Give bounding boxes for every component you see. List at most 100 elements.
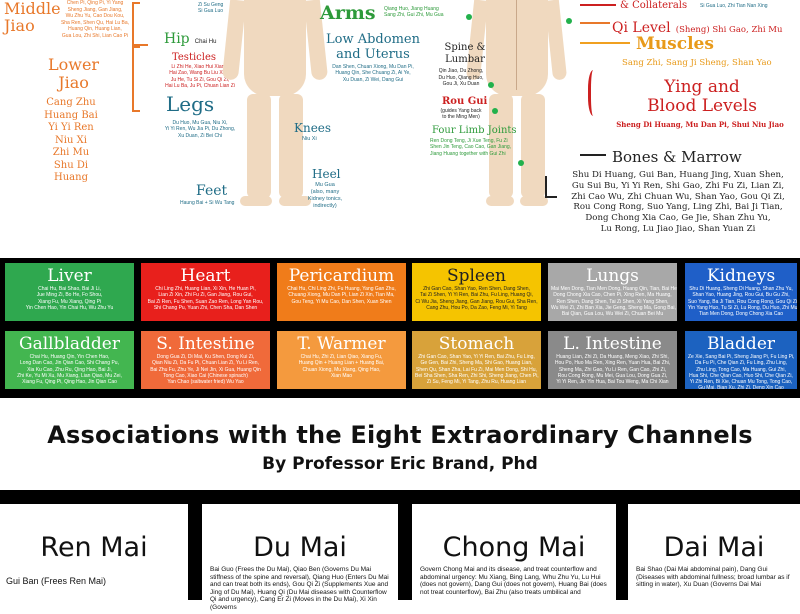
organ-name: Gallbladder	[19, 334, 120, 354]
organ-herbs: Mai Men Dong, Tian Men Dong, Huang Qin, …	[551, 286, 677, 318]
qi-level-herbs: (Sheng) Shi Gao, Zhi Mu	[675, 25, 783, 35]
low-abdomen-herbs: Dan Shen, Chuan Xiong, Mu Dan Pi, Huang …	[332, 64, 414, 83]
testicles-herbs: Li Zhi He, Xiao Hui Xiang, Hai Zao, Wang…	[165, 64, 235, 89]
pointer-line	[580, 22, 610, 24]
organ-herbs: Chai Hu, Zhi Zi, Lian Qiao, Xiang Fu, Hu…	[298, 354, 385, 379]
organ-name: T. Warmer	[297, 334, 386, 354]
organ-herbs: Chai Hu, Chi Ling Zhi, Fu Huang, Yang Ga…	[287, 286, 396, 305]
organ-herbs: Zhi Gan Cao, Shan Yao, Yi Yi Ren, Bai Zh…	[415, 354, 539, 386]
feet-herbs: Haung Bai + Si Wu Tang	[180, 200, 235, 206]
middle-jiao-herbs: Chen Pi, Qing Pi, Yi Yang Sheng Jiang, G…	[60, 0, 130, 39]
testicles-label: Testicles	[172, 52, 217, 63]
organ-herbs: Chi Ling Zhi, Huang Lian, Xi Xin, He Hua…	[147, 286, 264, 311]
bone-pointer	[545, 176, 557, 198]
bracket-tick	[138, 44, 148, 46]
channel-name: Dai Mai	[663, 532, 765, 563]
bones-herbs: Shu Di Huang, Gui Ban, Huang Jing, Xuan …	[571, 170, 785, 234]
organ-name: S. Intestine	[156, 334, 255, 354]
channel-name: Chong Mai	[442, 532, 586, 563]
anatomy-section: Middle Jiao Chen Pi, Qing Pi, Yi Yang Sh…	[0, 0, 800, 258]
bones-label: Bones & Marrow	[612, 148, 742, 166]
spine-label: Spine & Lumbar	[444, 42, 486, 65]
channels-header: Associations with the Eight Extraordinar…	[0, 398, 800, 490]
organ-name: L. Intestine	[563, 334, 662, 354]
organ-herbs: Chai Hu, Bai Shao, Bai Ji Li, Jue Ming Z…	[25, 286, 114, 311]
channel-desc: Gui Ban (Frees Ren Mai)	[6, 576, 107, 586]
organ-herbs: Dong Gua Zi, Di Mai, Ku Shen, Dong Kui Z…	[150, 354, 261, 386]
channel-panel-ren-mai: Ren Mai Gui Ban (Frees Ren Mai)	[0, 504, 188, 614]
middle-jiao-label: Middle Jiao	[4, 0, 61, 35]
lower-jiao-herb-list: Cang Zhu Huang Bai Yi Yi Ren Niu Xi Zhi …	[40, 97, 102, 185]
channel-desc: Bai Shao (Dai Mai abdominal pain), Dang …	[636, 566, 790, 589]
lower-jiao-herb: Shu Di Huang	[53, 159, 89, 184]
organ-name: Stomach	[438, 334, 515, 354]
pointer-line	[580, 4, 616, 6]
lower-jiao-herb: Yi Yi Ren	[48, 122, 94, 133]
lower-jiao-label: Lower Jiao	[48, 55, 100, 92]
legs-herbs: Du Huo, Mu Gua, Niu Xi, Yi Yi Ren, Wu Ji…	[164, 120, 236, 139]
organ-name: Pericardium	[288, 266, 395, 286]
channel-name: Ren Mai	[40, 532, 148, 563]
knees-herbs: Niu Xi	[302, 136, 317, 142]
heel-herbs: Mu Gua (also, many Kidney tonics, indire…	[307, 182, 343, 209]
hip-herb: Chai Hu	[194, 39, 217, 45]
rou-gui-label: Rou Gui	[442, 96, 488, 107]
organ-herbs: Chai Hu, Huang Qin, Yin Chen Hao, Long D…	[17, 354, 122, 386]
spine-herbs: Qin Jiao, Du Zhong, Du Huo, Qiang Huo, G…	[438, 68, 484, 87]
hip-label: Hip	[164, 31, 190, 47]
arms-herbs: Qiang Huo, Jiang Huang Sang Zhi, Gui Zhi…	[384, 6, 444, 19]
point-marker	[492, 108, 498, 114]
organ-name: Liver	[47, 266, 92, 286]
collaterals-herbs: Si Gua Luo, Zhi Tian Nan Xing	[700, 3, 768, 9]
heel-label: Heel	[312, 167, 341, 181]
ying-label: Ying and Blood Levels	[647, 77, 757, 116]
legs-label: Legs	[166, 92, 215, 116]
organ-name: Heart	[180, 266, 231, 286]
bracket-lower	[132, 44, 140, 112]
author-byline: By Professor Eric Brand, Phd	[262, 454, 538, 474]
knees-label: Knees	[294, 121, 332, 135]
feet-label: Feet	[196, 183, 228, 199]
organ-herbs: Huang Lian, Zhi Zi, Da Huang, Meng Xiao,…	[554, 354, 671, 386]
collaterals-label: & Collaterals	[620, 0, 688, 11]
qi-level-group: Qi Level (Sheng) Shi Gao, Zhi Mu	[612, 17, 782, 36]
channel-desc: Govern Chong Mai and its disease, and tr…	[420, 566, 607, 596]
blood-vessel-icon	[588, 70, 601, 116]
lower-jiao-herb: Niu Xi	[55, 134, 87, 146]
bracket-upper	[132, 2, 140, 48]
muscles-herbs: Sang Zhi, Sang Ji Sheng, Shan Yao	[622, 58, 772, 68]
organ-herbs: Zhi Gan Cao, Shan Yao, Ren Shen, Dang Sh…	[415, 286, 538, 311]
point-marker	[488, 82, 494, 88]
ying-herbs: Sheng Di Huang, Mu Dan Pi, Shui Niu Jiao	[616, 120, 784, 129]
muscles-label: Muscles	[636, 34, 714, 54]
organ-name: Lungs	[586, 266, 639, 286]
lower-jiao-herb: Huang Bai	[44, 109, 98, 121]
channel-panel-dai-mai: Dai Mai Bai Shao (Dai Mai abdominal pain…	[628, 504, 800, 614]
arms-label: Arms	[320, 2, 376, 24]
channel-desc: Bai Guo (Frees the Du Mai), Qiao Ben (Go…	[210, 566, 389, 611]
channel-panel-chong-mai: Chong Mai Govern Chong Mai and its disea…	[412, 504, 616, 614]
pointer-line	[580, 42, 630, 44]
low-abdomen-label: Low Abdomen and Uterus	[326, 32, 420, 62]
organ-name: Spleen	[446, 266, 507, 286]
four-limb-label: Four Limb Joints	[432, 125, 517, 136]
channel-panel-du-mai: Du Mai Bai Guo (Frees the Du Mai), Qiao …	[202, 504, 398, 614]
lower-jiao-herb: Cang Zhu	[46, 97, 96, 108]
point-marker	[466, 14, 472, 20]
organ-name: Kidneys	[706, 266, 776, 286]
page-title: Associations with the Eight Extraordinar…	[47, 421, 753, 449]
lower-jiao-herb: Zhi Mu	[52, 147, 90, 158]
channel-name: Du Mai	[253, 532, 347, 563]
